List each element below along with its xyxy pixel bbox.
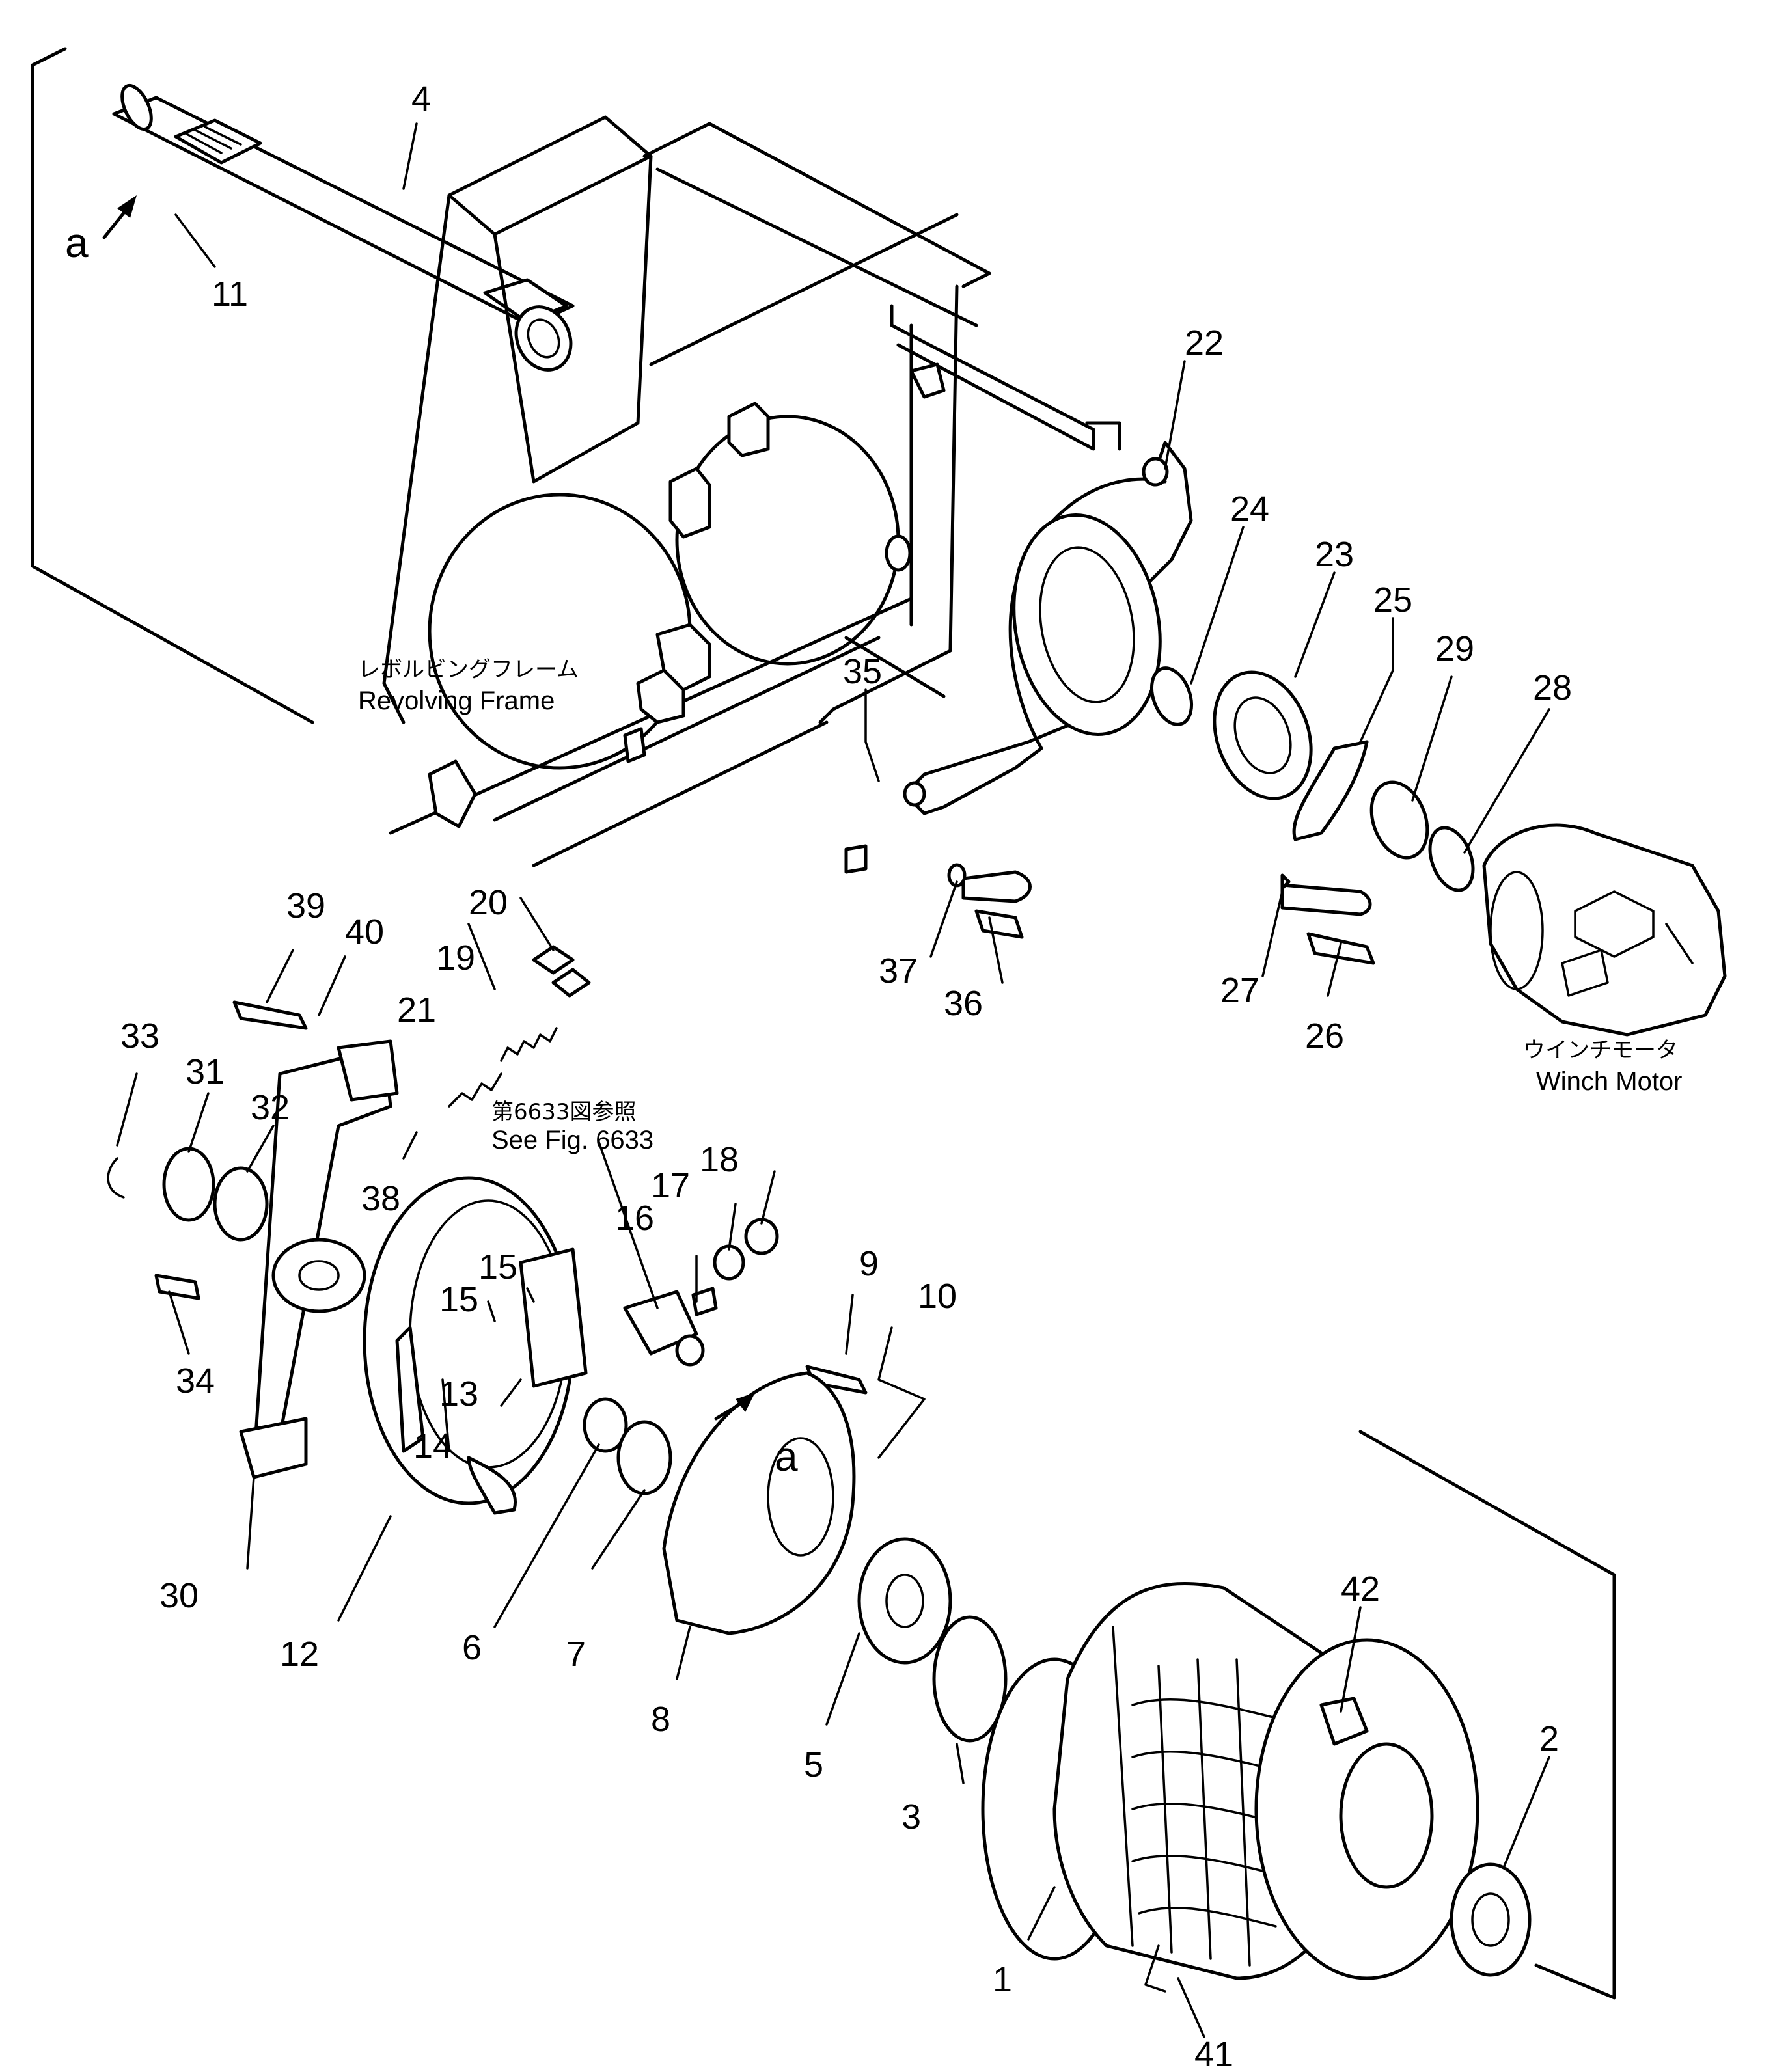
callout-42: 42: [1341, 1570, 1380, 1609]
view-mark-a-bottom: a: [775, 1433, 798, 1480]
callout-32: 32: [251, 1088, 290, 1127]
callout-16: 16: [615, 1199, 654, 1238]
callout-17: 17: [651, 1166, 690, 1205]
drum-flange: [583, 1371, 1008, 1743]
callout-14: 14: [413, 1426, 452, 1465]
callout-9: 9: [859, 1244, 879, 1283]
callout-10: 10: [918, 1277, 957, 1316]
callout-31: 31: [186, 1052, 225, 1091]
callout-39: 39: [286, 886, 325, 925]
callout-18: 18: [700, 1140, 739, 1179]
callout-2: 2: [1539, 1719, 1559, 1758]
callout-7: 7: [566, 1635, 586, 1674]
lever-30: [239, 1039, 399, 1479]
callout-20: 20: [469, 883, 508, 922]
callout-1: 1: [993, 1960, 1012, 1999]
callout-30: 30: [159, 1576, 199, 1615]
callout-33: 33: [120, 1016, 159, 1056]
annotation-labels: レボルビングフレーム Revolving Frame ウインチモータ Winch…: [65, 219, 1683, 1480]
leader-lines: [116, 122, 1550, 2038]
pins-bushings: [107, 1147, 269, 1300]
spring-assembly: [448, 945, 591, 1108]
callout-38: 38: [361, 1179, 400, 1218]
callout-22: 22: [1185, 323, 1224, 362]
bracket-22: [903, 441, 1193, 815]
bearing-stack-upper: [844, 666, 1475, 916]
brake-band-12: [363, 1176, 588, 1515]
callout-28: 28: [1533, 668, 1572, 707]
callout-29: 29: [1435, 629, 1474, 668]
callout-4: 4: [411, 79, 431, 118]
callout-34: 34: [176, 1361, 215, 1400]
view-mark-a-top: a: [65, 219, 89, 266]
view-arrows: [102, 195, 755, 1421]
rope-windings: [1131, 1658, 1277, 1967]
winch-motor-label-en: Winch Motor: [1536, 1067, 1683, 1096]
callout-26: 26: [1305, 1016, 1344, 1056]
callout-15-upper: 15: [478, 1247, 517, 1287]
revolving-frame-label-jp: レボルビングフレーム: [358, 657, 579, 683]
callout-13: 13: [439, 1374, 478, 1413]
callout-5: 5: [804, 1745, 823, 1784]
see-fig-label-en: See Fig. 6633: [491, 1126, 653, 1154]
callout-15-lower: 15: [439, 1280, 478, 1319]
bolts: [232, 909, 1375, 1395]
callout-37: 37: [879, 951, 918, 990]
callout-35: 35: [843, 652, 882, 691]
link-assembly: [623, 1218, 779, 1367]
callout-numbers: 4 11 22 24 23 25 29 28 35 37 36 27 26 39…: [120, 79, 1572, 2072]
main-shaft: [112, 83, 575, 372]
callout-27: 27: [1220, 971, 1259, 1010]
callout-8: 8: [651, 1700, 670, 1739]
callout-21: 21: [397, 990, 436, 1029]
callout-19: 19: [436, 938, 475, 977]
revolving-frame: [382, 115, 1121, 867]
see-fig-label-jp: 第6633図参照: [491, 1099, 637, 1125]
callout-25: 25: [1373, 580, 1412, 620]
winch-motor-label-jp: ウインチモータ: [1523, 1037, 1678, 1063]
callout-40: 40: [345, 912, 384, 951]
callout-6: 6: [462, 1628, 482, 1667]
revolving-frame-label-en: Revolving Frame: [358, 687, 555, 715]
callout-11: 11: [212, 275, 248, 314]
callout-24: 24: [1230, 489, 1269, 528]
border-lines: [31, 47, 1616, 2000]
callout-3: 3: [901, 1797, 921, 1836]
callout-23: 23: [1315, 535, 1354, 574]
winch-drum: [981, 1581, 1479, 1993]
winch-motor: [1482, 823, 1727, 1037]
callout-41: 41: [1194, 2035, 1233, 2072]
bearing-2: [1450, 1862, 1532, 1977]
callout-12: 12: [280, 1635, 319, 1674]
callout-36: 36: [944, 984, 983, 1023]
